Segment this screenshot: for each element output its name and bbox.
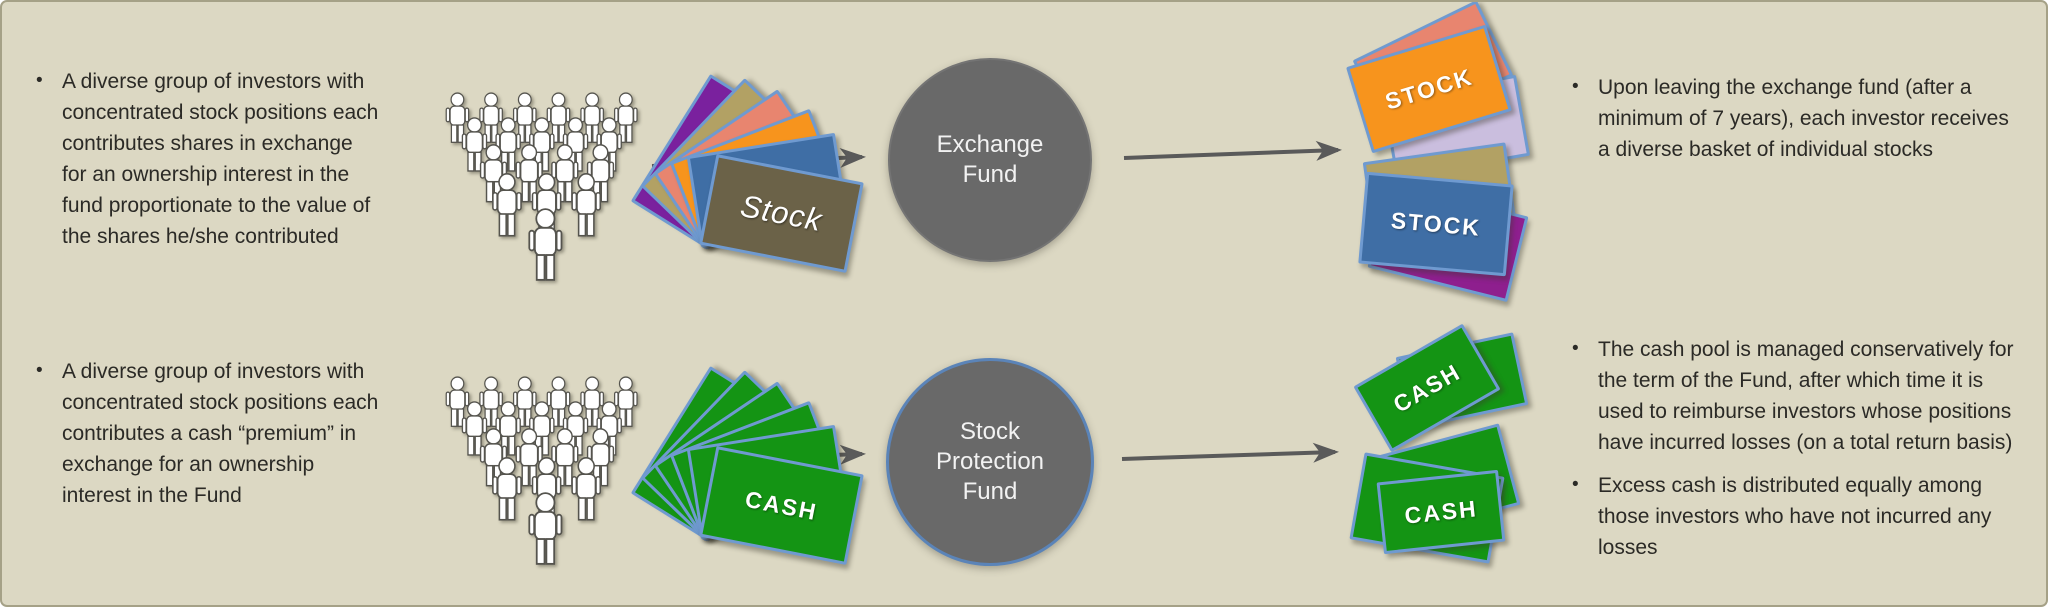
- fund-circle-line: Stock: [959, 418, 1021, 445]
- arrow-protection-fund-to-cash: [1121, 442, 1339, 463]
- investors-crowd-icon: [445, 376, 638, 565]
- stock-certificates-fan: Stock: [630, 74, 874, 273]
- bottom-right-note: The cash pool is managed conservatively …: [1568, 333, 2020, 575]
- arrow-exchange-fund-to-stocks: [1123, 140, 1342, 161]
- top-right-note: Upon leaving the exchange fund (after a …: [1568, 71, 2020, 177]
- bottom-left-note: A diverse group of investors with concen…: [32, 355, 380, 523]
- fund-circle-line: Exchange: [936, 131, 1044, 158]
- top-left-note: A diverse group of investors with concen…: [32, 65, 380, 264]
- cash-card-label: CASH: [1403, 494, 1479, 529]
- exchange-fund-circle: Exchange Fund: [888, 58, 1092, 262]
- bullet-item: A diverse group of investors with concen…: [32, 65, 380, 252]
- bullet-item: The cash pool is managed conservatively …: [1568, 333, 2020, 458]
- bullet-item: Upon leaving the exchange fund (after a …: [1568, 71, 2020, 165]
- fund-circle-line: Fund: [962, 478, 1018, 505]
- stock-label: Stock: [737, 187, 826, 239]
- bullet-item: Excess cash is distributed equally among…: [1568, 469, 2020, 563]
- cash-fan: CASH: [630, 366, 874, 565]
- cash-payout-card-front: CASH: [1376, 469, 1506, 555]
- stock-protection-fund-circle: Stock Protection Fund: [886, 358, 1094, 566]
- cash-card-label: CASH: [1388, 358, 1465, 418]
- fund-circle-line: Protection: [935, 448, 1045, 475]
- fund-circle-line: Fund: [962, 161, 1018, 188]
- cash-label: CASH: [743, 485, 820, 525]
- investors-crowd-icon: [445, 92, 638, 281]
- stock-card-label: STOCK: [1390, 206, 1483, 241]
- bullet-item: A diverse group of investors with concen…: [32, 355, 380, 511]
- stock-card-label: STOCK: [1381, 62, 1476, 115]
- received-stock-card-blue: STOCK: [1358, 171, 1514, 277]
